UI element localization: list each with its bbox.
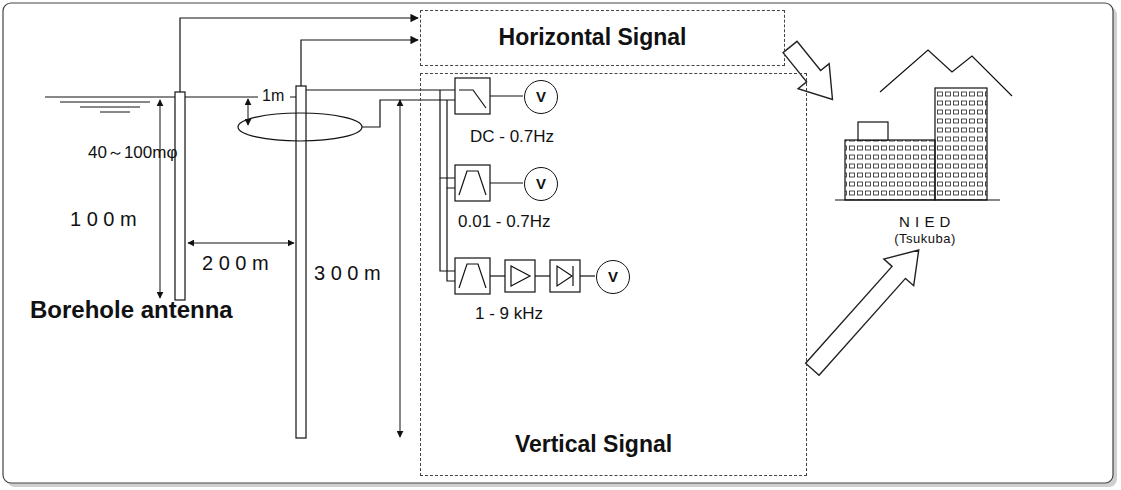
detector-diode-symbol [550,260,580,292]
frame [3,3,1113,483]
dimension-label: 1m [260,87,286,105]
filter-symbol [455,78,490,294]
institute-building: N I E D(Tsukuba) [835,95,1015,247]
voltmeter-circle: V [524,167,558,201]
dimension-label: 1 0 0 m [70,208,137,231]
meter-symbol-text: V [608,268,618,286]
transmission-arrow [783,41,832,99]
voltmeter-circle: V [596,260,630,294]
loop-antenna [238,113,362,141]
meter-symbol-text: V [536,175,546,193]
voltmeter-circle: V [524,80,558,114]
group-title: Vertical Signal [421,431,806,459]
frequency-band-label: 1 - 9 kHz [475,304,543,324]
institute-name: (Tsukuba) [894,231,956,247]
amplifier-symbol [505,260,535,292]
frequency-band-label: 0.01 - 0.7Hz [458,212,551,232]
part-name: Borehole antenna [30,296,233,324]
dimension-label: 40～100mφ [88,143,177,163]
ground-surface [45,97,296,112]
signal-group-box: Horizontal Signal [420,10,785,66]
nied-building [835,50,1012,200]
dimension-label: 2 0 0 m [200,252,271,275]
signal-wire [180,18,595,281]
frequency-band-label: DC - 0.7Hz [470,127,554,147]
meter-symbol-text: V [536,88,546,106]
group-title: Horizontal Signal [499,24,687,52]
transmission-arrow [806,250,919,375]
borehole-pipe [175,92,185,300]
dimension-label: 3 0 0 m [312,262,383,285]
institute-name: N I E D [899,213,951,231]
dimension-arrow [160,99,400,437]
borehole-pipe [296,86,306,438]
